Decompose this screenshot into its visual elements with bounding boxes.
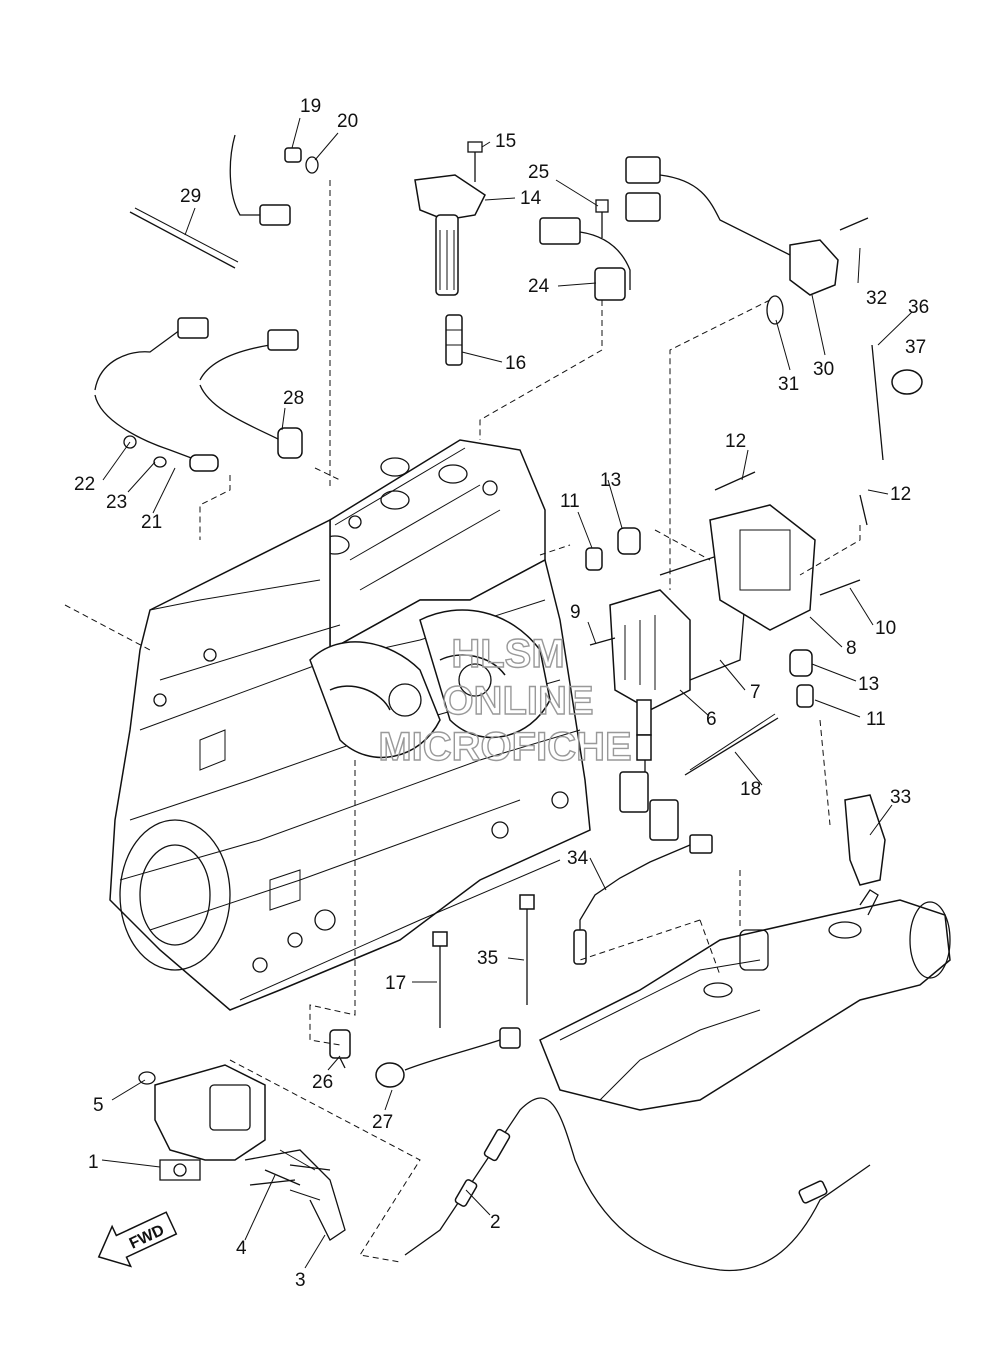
callout-37: 37	[905, 337, 926, 358]
callout-11b: 11	[866, 709, 886, 730]
component-parts	[94, 134, 923, 1272]
callout-34: 34	[567, 848, 589, 869]
callout-33: 33	[890, 787, 911, 808]
watermark: HLSM ONLINE MICROFICHE	[378, 631, 633, 769]
callout-20: 20	[337, 111, 358, 132]
callout-7: 7	[750, 682, 761, 703]
callout-6: 6	[706, 709, 717, 730]
callout-36: 36	[908, 297, 929, 318]
callout-25: 25	[528, 162, 549, 183]
callout-23: 23	[106, 492, 127, 513]
callout-10: 10	[875, 618, 896, 639]
callout-labels: 1 2 3 4 5 6 7 8 9 10 11 11 12 12 13 13 1…	[74, 96, 929, 1291]
fwd-arrow-icon: FWD	[97, 1211, 178, 1268]
callout-13a: 13	[600, 470, 621, 491]
callout-22: 22	[74, 474, 95, 495]
callout-16: 16	[505, 353, 526, 374]
callout-12b: 12	[890, 484, 911, 505]
callout-27: 27	[372, 1112, 393, 1133]
callout-31: 31	[778, 374, 799, 395]
callout-1: 1	[88, 1152, 99, 1173]
callout-8: 8	[846, 638, 857, 659]
callout-17: 17	[385, 973, 406, 994]
leader-lines	[64, 117, 913, 1269]
callout-2: 2	[490, 1212, 501, 1233]
callout-24: 24	[528, 276, 550, 297]
throttle-body	[138, 1064, 346, 1241]
callout-5: 5	[93, 1095, 104, 1116]
callout-26: 26	[312, 1072, 333, 1093]
callout-19: 19	[300, 96, 321, 117]
callout-12a: 12	[725, 431, 746, 452]
callout-28: 28	[283, 388, 304, 409]
callout-32: 32	[866, 288, 887, 309]
watermark-line-1: HLSM	[451, 632, 564, 676]
callout-11a: 11	[560, 491, 580, 512]
callout-13b: 13	[858, 674, 879, 695]
callout-4: 4	[236, 1238, 247, 1259]
callout-21: 21	[141, 512, 162, 533]
callout-30: 30	[813, 359, 834, 380]
callout-14: 14	[520, 188, 542, 209]
callout-29: 29	[180, 186, 201, 207]
callout-9: 9	[570, 602, 581, 623]
callout-18: 18	[740, 779, 761, 800]
callout-15: 15	[495, 131, 516, 152]
callout-3: 3	[295, 1270, 306, 1291]
callout-35: 35	[477, 948, 498, 969]
exhaust-pipe	[539, 889, 951, 1111]
watermark-line-2: ONLINE	[442, 679, 593, 723]
watermark-line-3: MICROFICHE	[378, 725, 631, 769]
engine-block	[109, 439, 591, 1011]
